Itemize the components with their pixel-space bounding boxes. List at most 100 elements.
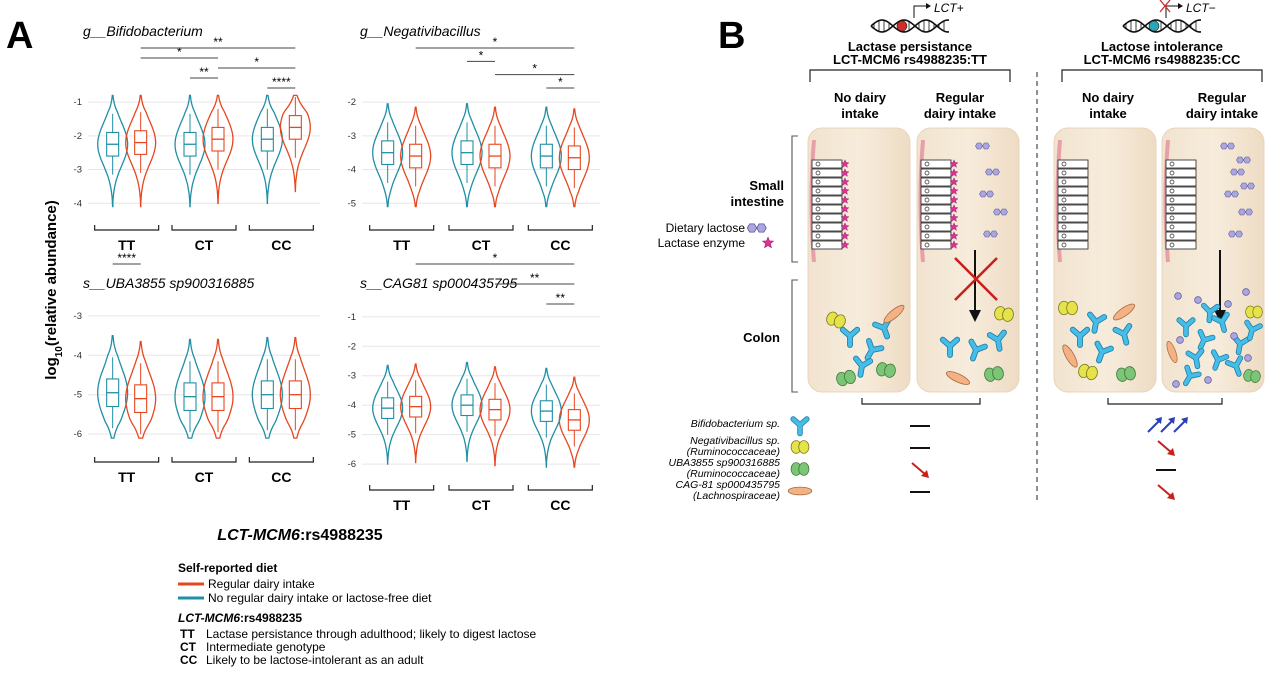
- cell-nucleus: [1169, 215, 1175, 221]
- arrow-head: [1168, 417, 1175, 424]
- taxa-row: Bifidobacterium sp.: [691, 417, 1188, 434]
- cell-nucleus: [1169, 197, 1175, 203]
- cell-nucleus: [1061, 188, 1067, 194]
- cell-nucleus: [924, 161, 930, 167]
- y-tick-label: -4: [348, 400, 356, 411]
- legend-genotype-code: CC: [180, 653, 198, 667]
- lactase-enzyme-icon: [840, 159, 850, 168]
- column-label: intake: [1089, 106, 1127, 121]
- epithelial-cell: [1057, 159, 1089, 169]
- lactose-icon: [1172, 380, 1180, 388]
- epithelial-cell: [1057, 204, 1089, 214]
- epithelial-cell: [1057, 231, 1089, 241]
- y-axis-label-sub: 10: [54, 346, 65, 358]
- legend-no-dairy-label: No regular dairy intake or lactose-free …: [208, 591, 432, 605]
- significance-label: *: [493, 251, 498, 265]
- lactase-enzyme-icon: [949, 195, 959, 204]
- violin-CT-dairy: [202, 94, 234, 204]
- y-tick-label: -3: [348, 371, 356, 382]
- violin-CC-dairy: [558, 108, 590, 208]
- genotype-bracket: [171, 225, 237, 231]
- lactose-icon: [1194, 296, 1202, 304]
- epithelial-cell: [811, 159, 843, 169]
- epithelial-cell: [920, 186, 952, 196]
- epithelial-cell: [1057, 240, 1089, 250]
- violin-CT-no_dairy: [451, 361, 483, 462]
- header-title: Lactose intolerance: [1101, 39, 1223, 54]
- significance-label: *: [532, 62, 537, 76]
- taxa-family: (Ruminococcaceae): [687, 446, 780, 458]
- genotype-label-CT: CT: [472, 497, 491, 513]
- cell-nucleus: [1169, 179, 1175, 185]
- lactase-enzyme-icon: [949, 222, 959, 231]
- y-tick-label: -3: [74, 311, 82, 322]
- genotype-label-TT: TT: [393, 237, 411, 253]
- flow-arrow-head: [1214, 310, 1226, 322]
- plot-title: g__Negativibacillus: [360, 23, 481, 39]
- lactase-enzyme-icon: [840, 222, 850, 231]
- column-label: Regular: [1198, 90, 1246, 105]
- epithelial-cell: [920, 231, 952, 241]
- violin-TT-no_dairy: [372, 364, 404, 465]
- epithelial-cell: [1165, 168, 1197, 178]
- small-intestine-bracket: [791, 135, 798, 263]
- epithelial-cell: [1165, 159, 1197, 169]
- header-genotype: LCT-MCM6 rs4988235:CC: [1084, 52, 1241, 67]
- panel-b-letter: B: [718, 15, 745, 57]
- epithelial-cell: [920, 195, 952, 205]
- epithelial-cell: [920, 213, 952, 223]
- negativibacillus-icon: [1058, 300, 1078, 316]
- epithelial-cell: [811, 213, 843, 223]
- epithelial-cell: [1165, 204, 1197, 214]
- violin-CT-no_dairy: [174, 94, 206, 208]
- taxa-row: Negativibacillus sp.(Ruminococcaceae): [687, 435, 1175, 458]
- small-intestine-label: Small: [749, 178, 784, 193]
- genotype-bracket: [248, 225, 314, 231]
- tube-tt-no-dairy: [807, 127, 911, 393]
- lactose-icon: [1224, 300, 1232, 308]
- lactase-enzyme-icon: [949, 168, 959, 177]
- y-tick-label: -1: [348, 312, 356, 323]
- genotype-bracket: [527, 485, 593, 491]
- blocked-x-icon: [954, 257, 998, 301]
- cell-nucleus: [1169, 161, 1175, 167]
- violin-CT-dairy: [202, 338, 234, 439]
- epithelial-cell: [811, 222, 843, 232]
- taxa-row: CAG-81 sp000435795(Lachnospiraceae): [676, 479, 1175, 502]
- column-label: No dairy: [1082, 90, 1135, 105]
- header-bracket: [1061, 69, 1263, 82]
- legend-genotype-text: Likely to be lactose-intolerant as an ad…: [206, 653, 424, 667]
- epithelial-cell: [1057, 168, 1089, 178]
- flow-arrow-head: [969, 310, 981, 322]
- significance-label: **: [556, 291, 566, 305]
- cell-nucleus: [1061, 233, 1067, 239]
- y-tick-label: -1: [74, 97, 82, 108]
- transcription-arrow: [913, 5, 928, 18]
- genotype-label-CC: CC: [550, 237, 570, 253]
- y-tick-label: -2: [348, 341, 356, 352]
- snp-marker: [896, 20, 908, 32]
- colon-label: Colon: [743, 330, 780, 345]
- violin-TT-dairy: [125, 340, 157, 439]
- legend-genotype-text: Lactase persistance through adulthood; l…: [206, 627, 537, 641]
- cell-nucleus: [924, 188, 930, 194]
- genotype-label-TT: TT: [118, 469, 136, 485]
- trend-increase-icon: [1147, 419, 1161, 433]
- plot-title: s__UBA3855 sp900316885: [83, 275, 254, 291]
- comparison-bracket-left: [861, 398, 981, 405]
- lactase-enzyme-icon: [949, 204, 959, 213]
- genotype-bracket: [248, 457, 314, 463]
- epithelial-cell: [811, 177, 843, 187]
- blocked-x-icon: [1159, 0, 1171, 13]
- lactase-enzyme-legend-icon: [761, 236, 775, 249]
- significance-label: ****: [272, 75, 291, 89]
- violin-CT-no_dairy: [451, 103, 483, 208]
- legend-genotype-code: TT: [180, 627, 195, 641]
- epithelial-cell: [811, 168, 843, 178]
- epithelial-cell: [1165, 195, 1197, 205]
- epithelial-cell: [920, 204, 952, 214]
- epithelial-cell: [1057, 195, 1089, 205]
